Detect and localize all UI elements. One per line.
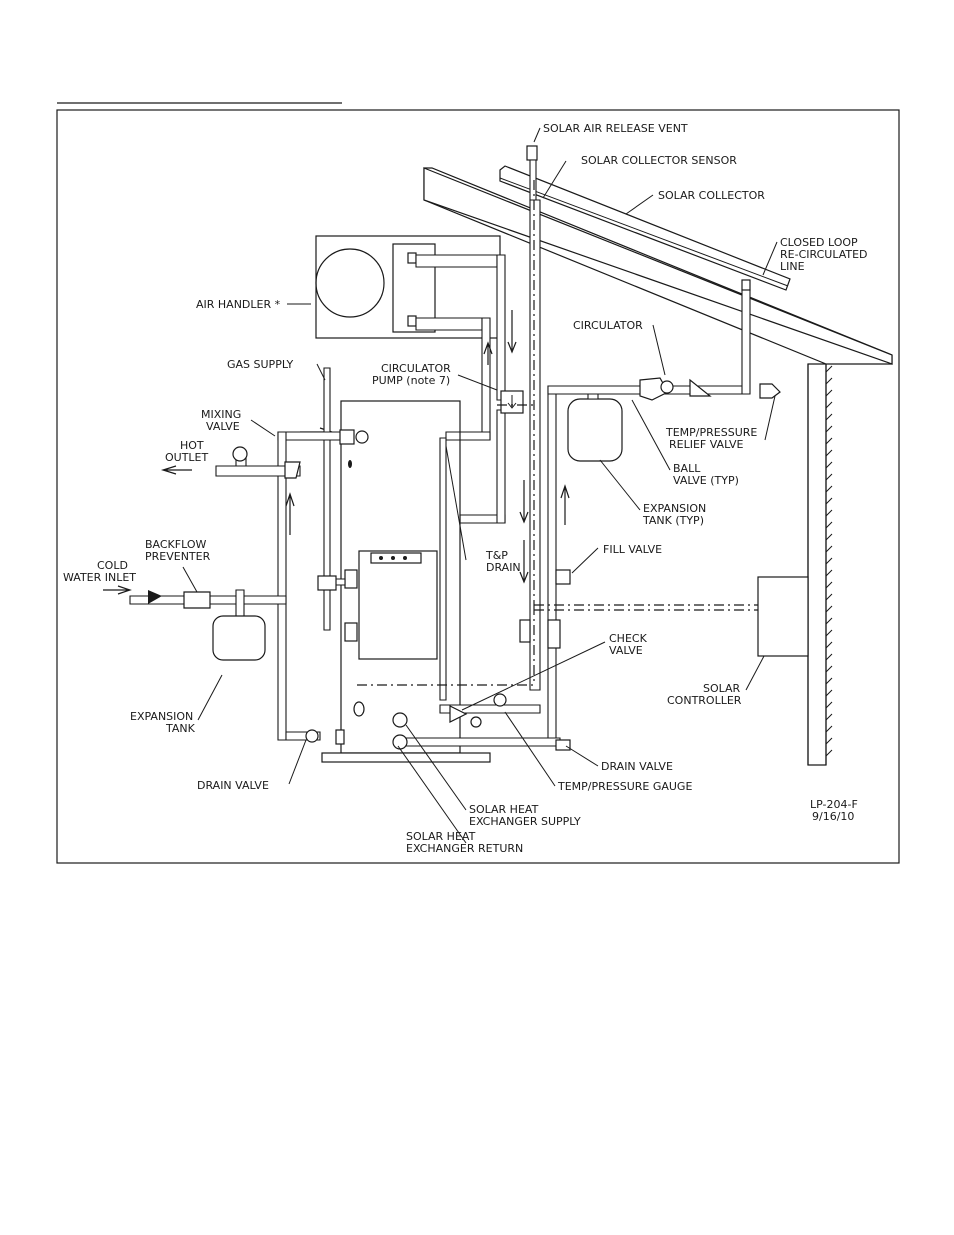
label-tp-relief-1: TEMP/PRESSURE [665,426,757,439]
label-exp-tank-typ-1: EXPANSION [643,502,706,515]
label-tp-drain-1: T&P [485,549,508,562]
label-fill-valve: FILL VALVE [603,543,662,556]
leader-lines [182,127,778,844]
label-closed-loop-3: LINE [780,260,805,273]
label-air-handler: AIR HANDLER * [196,298,281,311]
label-mixing-valve-1: MIXING [201,408,241,421]
solar-controller-box [757,576,809,657]
label-hot-outlet-1: HOT [180,439,204,452]
control-wiring [357,180,758,686]
label-mixing-valve-2: VALVE [206,420,240,433]
label-collector-sensor: SOLAR COLLECTOR SENSOR [581,154,737,167]
label-expansion-tank-1: EXPANSION [130,710,193,723]
cold-water-piping [129,589,345,745]
hot-water-piping [215,429,369,741]
label-tp-drain-2: DRAIN [486,561,521,574]
label-circulator-pump-2: PUMP (note 7) [372,374,450,387]
air-handler-piping [445,254,524,524]
label-drain-valve-left: DRAIN VALVE [197,779,269,792]
label-hx-return-2: EXCHANGER RETURN [406,842,523,855]
label-tp-relief-2: RELIEF VALVE [669,438,744,451]
diagram-frame [56,109,900,864]
label-check-valve-1: CHECK [609,632,648,645]
label-backflow-1: BACKFLOW [145,538,206,551]
wall-hatching [825,364,833,765]
label-cold-inlet-2: WATER INLET [63,571,136,584]
drawing-number: LP-204-F [810,798,858,811]
label-air-release-vent: SOLAR AIR RELEASE VENT [543,122,688,135]
label-solar-collector: SOLAR COLLECTOR [658,189,765,202]
label-expansion-tank-2: TANK [165,722,196,735]
solar-loop-piping [392,145,781,751]
label-solar-controller-2: CONTROLLER [667,694,742,707]
label-closed-loop-1: CLOSED LOOP [780,236,858,249]
roof-structure [423,167,893,766]
label-ball-valve-1: BALL [673,462,701,475]
label-ball-valve-2: VALVE (TYP) [673,474,739,487]
label-drain-valve-right: DRAIN VALVE [601,760,673,773]
label-circulator-pump-1: CIRCULATOR [381,362,451,375]
label-closed-loop-2: RE-CIRCULATED [780,248,868,261]
label-gas-supply: GAS SUPPLY [227,358,293,371]
label-circulator: CIRCULATOR [573,319,643,332]
air-handler-unit [315,235,501,339]
drawing-date: 9/16/10 [812,810,854,823]
label-backflow-2: PREVENTER [145,550,211,563]
label-hx-supply-2: EXCHANGER SUPPLY [469,815,581,828]
label-hot-outlet-2: OUTLET [165,451,209,464]
label-hx-supply-1: SOLAR HEAT [469,803,539,816]
label-tp-gauge: TEMP/PRESSURE GAUGE [557,780,692,793]
label-exp-tank-typ-2: TANK (TYP) [642,514,704,527]
label-hx-return-1: SOLAR HEAT [406,830,476,843]
label-solar-controller-1: SOLAR [703,682,741,695]
label-check-valve-2: VALVE [609,644,643,657]
solar-collector-panel [499,165,791,291]
diagram-labels: SOLAR AIR RELEASE VENT SOLAR COLLECTOR S… [63,122,868,855]
label-cold-inlet-1: COLD [97,559,128,572]
